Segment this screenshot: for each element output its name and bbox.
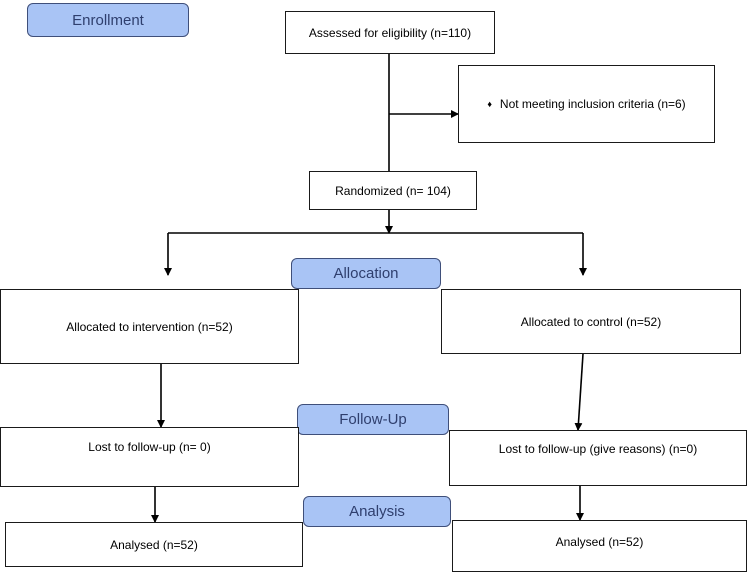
box-assessed-text: Assessed for eligibility (n=110) (308, 25, 472, 40)
box-lost-intervention: Lost to follow-up (n= 0) (0, 427, 299, 487)
box-lost-control-text: Lost to follow-up (give reasons) (n=0) (498, 442, 698, 456)
box-assessed-for-eligibility: Assessed for eligibility (n=110) (285, 11, 495, 54)
box-randomized: Randomized (n= 104) (309, 171, 477, 210)
box-analysed-intervention: Analysed (n=52) (5, 522, 303, 567)
box-analysed-control-text: Analysed (n=52) (555, 535, 644, 549)
box-analysed-intervention-text: Analysed (n=52) (110, 537, 198, 552)
box-allocated-control-text: Allocated to control (n=52) (520, 314, 662, 329)
arrow-control-to-lost (574, 353, 584, 431)
box-allocated-control: Allocated to control (n=52) (441, 289, 741, 354)
bullet-diamond-icon: ♦ (487, 99, 492, 109)
stage-label-enrollment: Enrollment (27, 3, 189, 37)
stage-label-analysis: Analysis (303, 496, 451, 527)
box-excluded-text: Not meeting inclusion criteria (n=6) (499, 97, 686, 111)
box-allocated-intervention: Allocated to intervention (n=52) (0, 289, 299, 364)
box-lost-intervention-text: Lost to follow-up (n= 0) (88, 440, 211, 454)
stage-label-follow-up: Follow-Up (297, 404, 449, 435)
box-excluded: ♦ Not meeting inclusion criteria (n=6) (458, 65, 715, 143)
box-analysed-control: Analysed (n=52) (452, 520, 747, 572)
box-lost-control: Lost to follow-up (give reasons) (n=0) (449, 430, 747, 486)
box-allocated-intervention-text: Allocated to intervention (n=52) (66, 319, 233, 334)
stage-label-allocation: Allocation (291, 258, 441, 289)
box-randomized-text: Randomized (n= 104) (335, 183, 451, 198)
